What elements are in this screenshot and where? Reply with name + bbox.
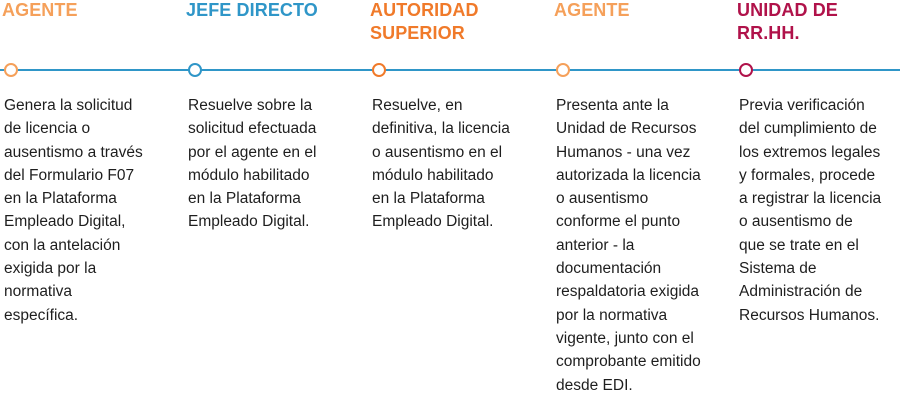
step-title: AUTORIDAD SUPERIOR [370, 0, 479, 43]
step-title: AGENTE [554, 0, 630, 20]
step-title: AGENTE [2, 0, 78, 20]
step-title: JEFE DIRECTO [186, 0, 318, 20]
step-dot [739, 63, 753, 77]
step-dot [188, 63, 202, 77]
step-description: Genera la solicitud de licencia o ausent… [4, 97, 143, 324]
step-description: Resuelve sobre la solicitud efectuada po… [188, 97, 317, 231]
step-description: Presenta ante la Unidad de Recursos Huma… [556, 97, 701, 394]
timeline-line [0, 69, 900, 71]
step-dot [372, 63, 386, 77]
step-dot [4, 63, 18, 77]
step-description: Previa verificación del cumplimiento de … [739, 97, 882, 324]
step-description: Resuelve, en definitiva, la licencia o a… [372, 97, 510, 231]
step-dot [556, 63, 570, 77]
step-title: UNIDAD DE RR.HH. [737, 0, 838, 43]
